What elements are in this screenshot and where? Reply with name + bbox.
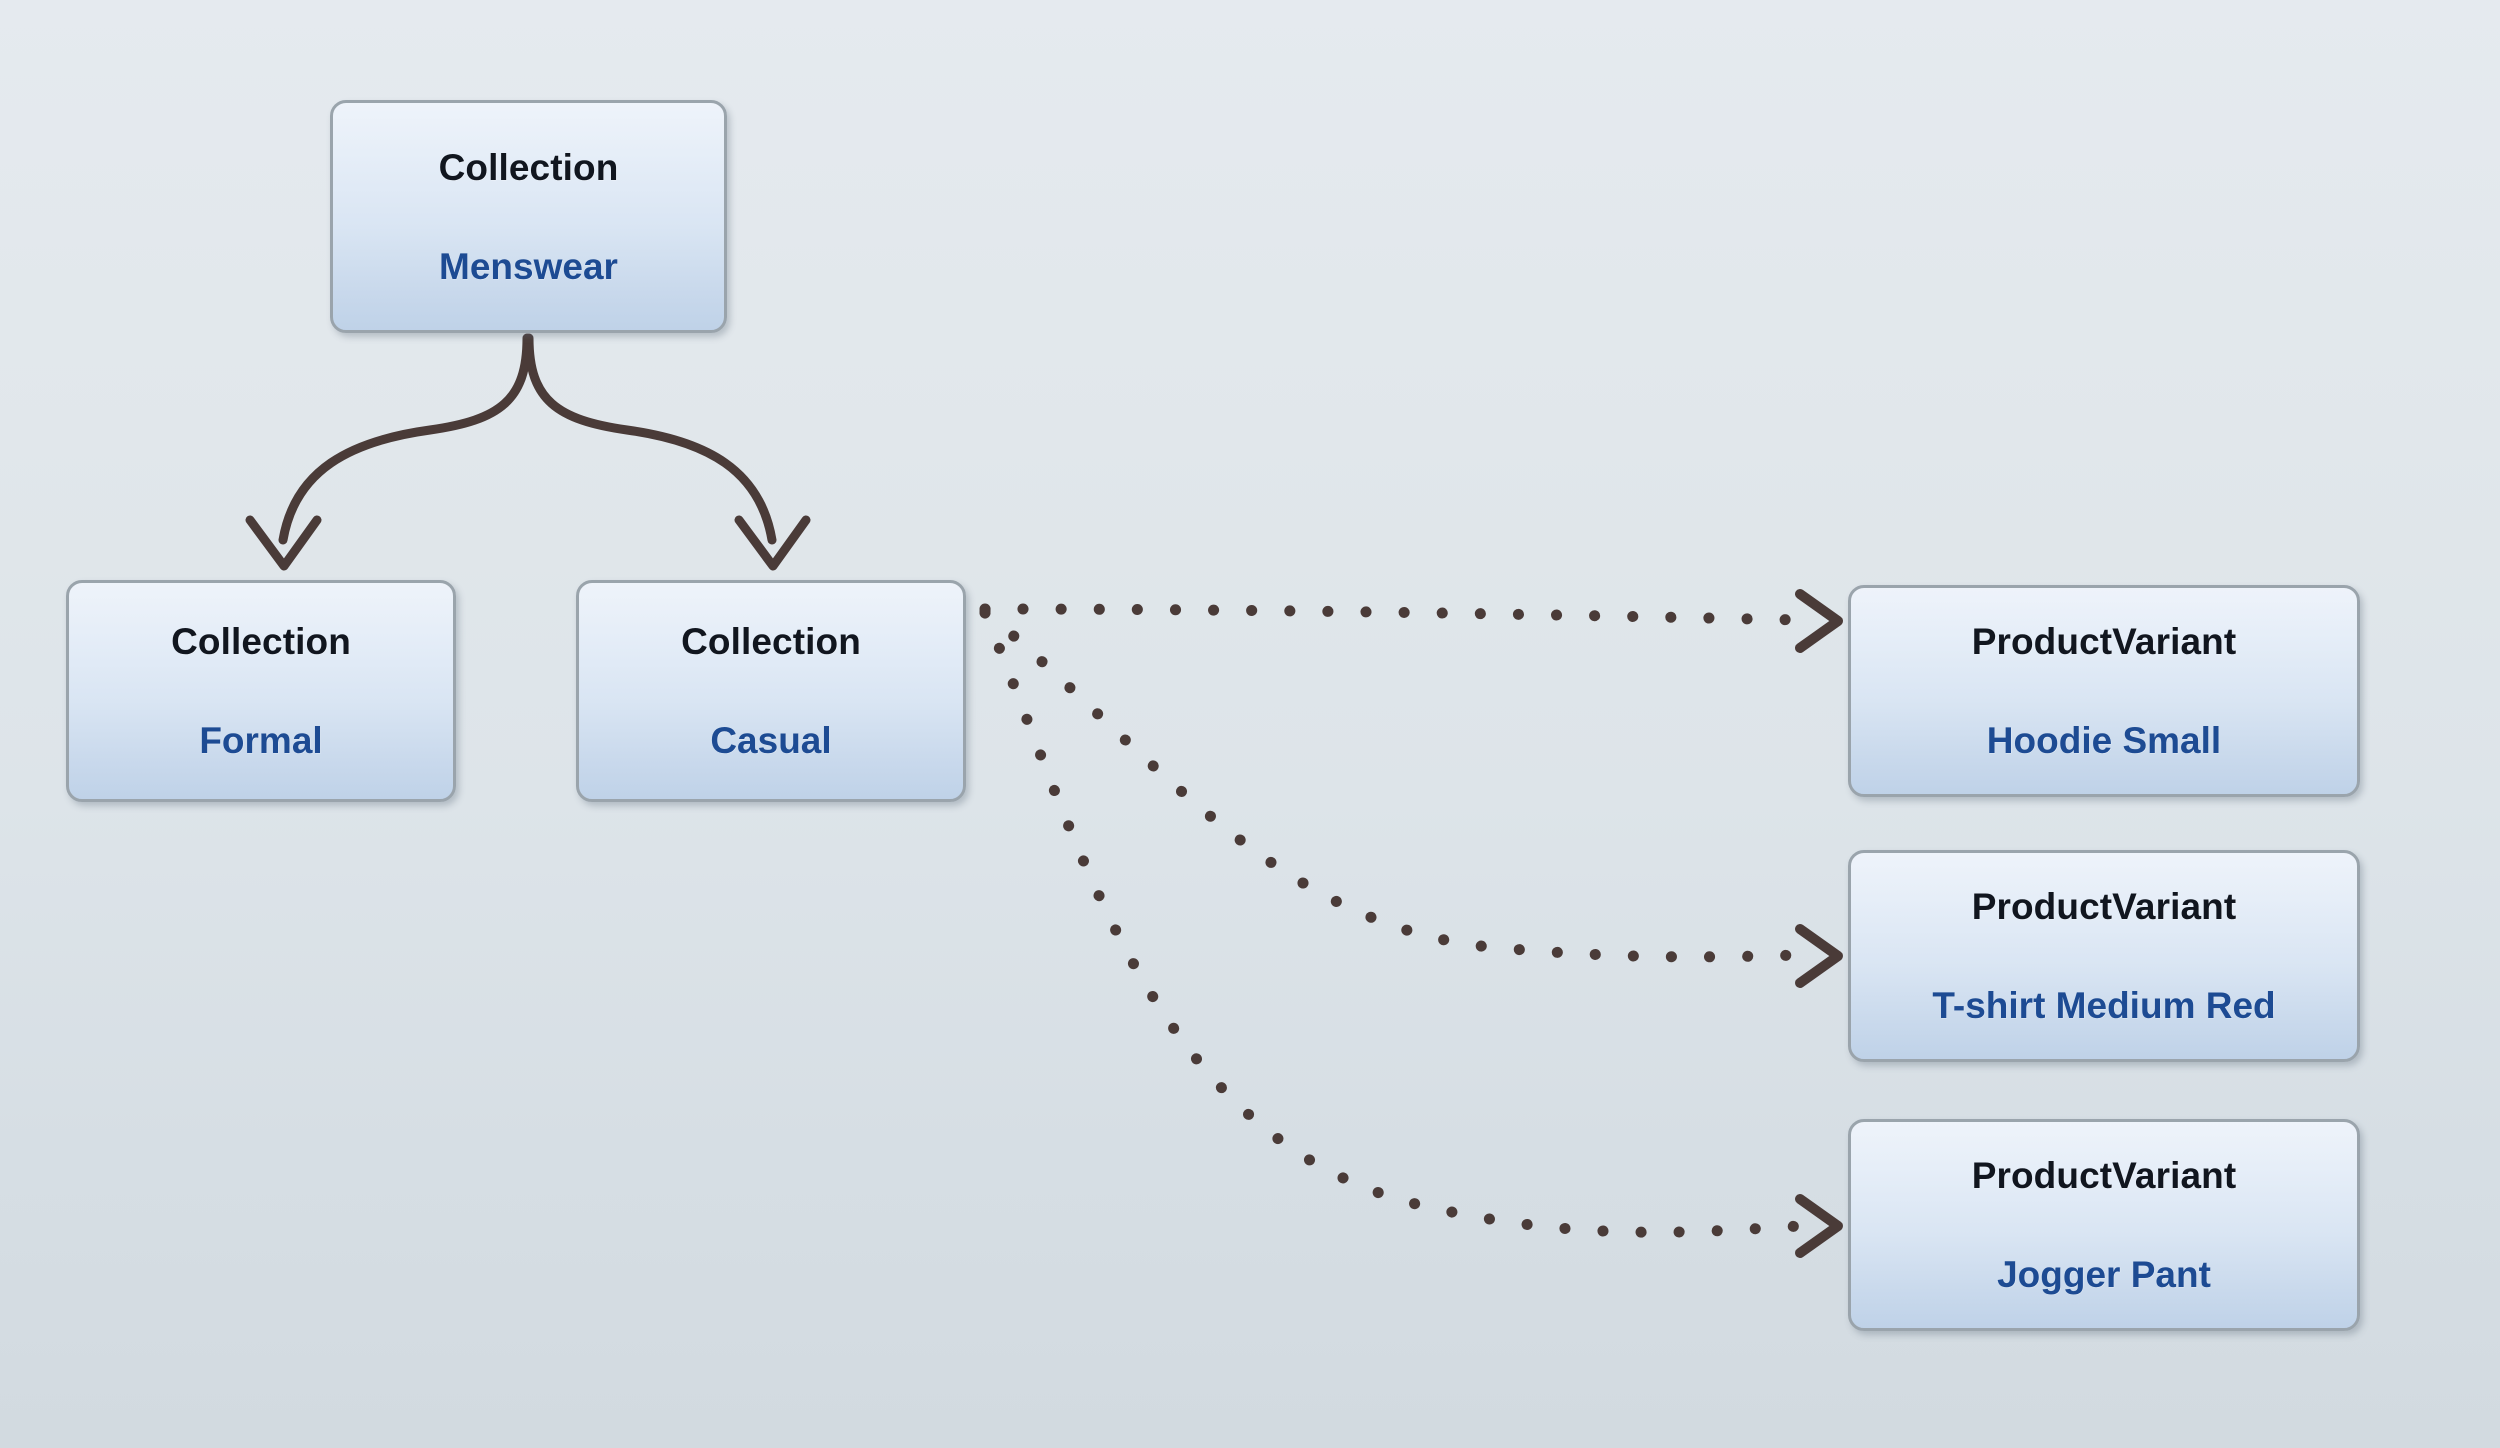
node-productvariant-jogger-pant[interactable]: ProductVariant Jogger Pant <box>1848 1119 2360 1331</box>
node-type-label: Collection <box>171 621 351 662</box>
node-name-label: Menswear <box>439 245 618 287</box>
node-name-label: T-shirt Medium Red <box>1932 985 2276 1026</box>
node-name-label: Formal <box>199 720 323 761</box>
node-collection-formal[interactable]: Collection Formal <box>66 580 456 802</box>
node-name-label: Jogger Pant <box>1997 1254 2211 1295</box>
node-type-label: Collection <box>681 621 861 662</box>
node-name-label: Casual <box>710 720 832 761</box>
edge-menswear-to-formal <box>245 333 532 571</box>
edge-menswear-to-casual <box>524 333 811 571</box>
edge-casual-to-hoodie-small <box>979 589 1843 653</box>
node-collection-menswear[interactable]: Collection Menswear <box>330 100 727 333</box>
node-name-label: Hoodie Small <box>1986 720 2222 761</box>
node-type-label: Collection <box>438 146 619 188</box>
node-type-label: ProductVariant <box>1971 1155 2237 1196</box>
node-collection-casual[interactable]: Collection Casual <box>576 580 966 802</box>
edge-casual-to-tshirt-medium-red <box>979 605 1843 988</box>
edge-casual-to-jogger-pant <box>979 607 1843 1258</box>
node-productvariant-hoodie-small[interactable]: ProductVariant Hoodie Small <box>1848 585 2360 797</box>
node-type-label: ProductVariant <box>1971 886 2237 927</box>
node-type-label: ProductVariant <box>1971 621 2237 662</box>
node-productvariant-tshirt-medium-red[interactable]: ProductVariant T-shirt Medium Red <box>1848 850 2360 1062</box>
